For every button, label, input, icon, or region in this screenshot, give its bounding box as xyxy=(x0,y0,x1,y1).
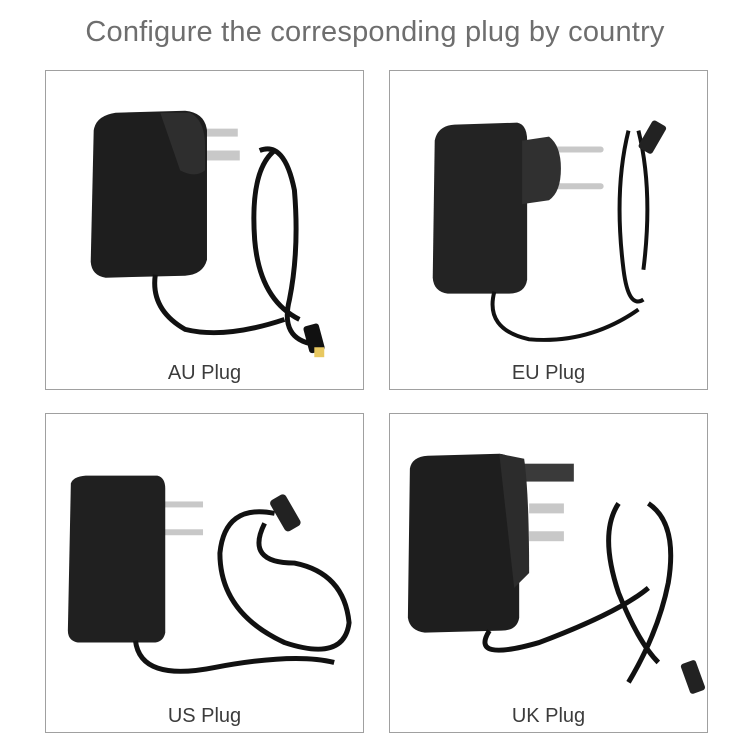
eu-plug-panel: EU Plug xyxy=(389,70,708,390)
uk-adapter-image xyxy=(407,453,706,694)
us-adapter-image xyxy=(67,475,352,674)
uk-plug-panel: UK Plug xyxy=(389,413,708,733)
eu-plug-label: EU Plug xyxy=(511,362,586,384)
au-adapter-image xyxy=(90,110,325,358)
uk-plug-label: UK Plug xyxy=(511,705,586,727)
eu-adapter-image xyxy=(432,120,667,342)
au-plug-label: AU Plug xyxy=(167,362,242,384)
page-title: Configure the corresponding plug by coun… xyxy=(85,16,665,48)
us-plug-panel: US Plug xyxy=(45,413,364,733)
us-plug-label: US Plug xyxy=(167,705,242,727)
au-plug-panel: AU Plug xyxy=(45,70,364,390)
